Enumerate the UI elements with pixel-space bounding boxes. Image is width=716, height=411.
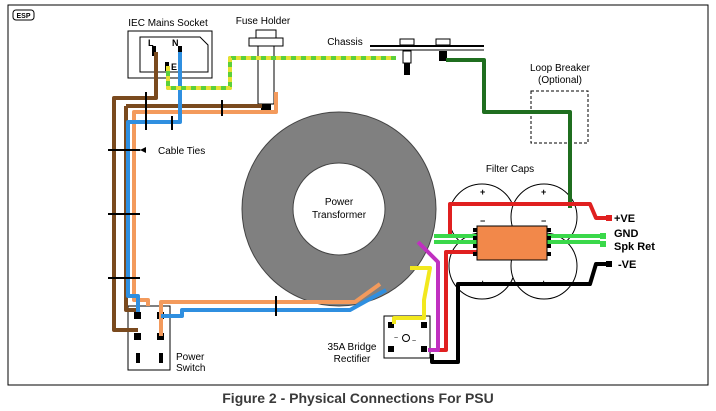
spk-ret-label: Spk Ret bbox=[614, 241, 655, 253]
filter-caps-label: Filter Caps bbox=[486, 164, 534, 175]
wire-orange-fused bbox=[132, 92, 278, 306]
iec-n-label: N bbox=[172, 38, 179, 48]
cable-ties-label: Cable Ties bbox=[158, 146, 205, 157]
loop-breaker-box bbox=[530, 90, 589, 144]
pos-ve-label: +VE bbox=[614, 213, 635, 225]
loop-breaker-label-1: Loop Breaker bbox=[530, 63, 591, 74]
cap1-minus: − bbox=[480, 216, 485, 226]
chassis-bar bbox=[370, 38, 484, 75]
iec-e-label: E bbox=[171, 62, 177, 72]
neg-ve-label: -VE bbox=[618, 259, 636, 271]
power-transformer bbox=[241, 111, 437, 307]
terminal-spkret bbox=[600, 241, 606, 247]
wire-blue-primary bbox=[161, 288, 387, 318]
transformer-label-2: Transformer bbox=[312, 210, 367, 221]
svg-text:~: ~ bbox=[412, 338, 416, 345]
power-switch-label-1: Power bbox=[176, 352, 205, 363]
esp-logo: ESP bbox=[12, 9, 35, 21]
power-switch-label-2: Switch bbox=[176, 363, 205, 374]
transformer-label-1: Power bbox=[325, 197, 354, 208]
wire-brown-live bbox=[112, 52, 158, 332]
figure-caption: Figure 2 - Physical Connections For PSU bbox=[222, 390, 494, 406]
wire-earth-stripe bbox=[166, 56, 396, 90]
wire-yellow-secondary bbox=[392, 266, 432, 324]
wire-orange-primary bbox=[159, 282, 382, 336]
cap2-plus: + bbox=[541, 187, 546, 197]
chassis-label: Chassis bbox=[327, 37, 363, 48]
svg-text:~: ~ bbox=[394, 335, 398, 342]
wire-magenta-secondary bbox=[416, 240, 440, 352]
iec-l-label: L bbox=[148, 38, 154, 48]
terminal-pos bbox=[606, 215, 612, 221]
iec-socket-label: IEC Mains Socket bbox=[128, 18, 208, 29]
terminal-block bbox=[476, 225, 548, 261]
wire-chassis-ground bbox=[446, 58, 572, 208]
cable-ties-arrow bbox=[140, 147, 146, 153]
rectifier-label-2: Rectifier bbox=[334, 354, 371, 365]
terminal-gnd bbox=[600, 233, 606, 239]
cap1-plus: + bbox=[480, 187, 485, 197]
rectifier-label-1: 35A Bridge bbox=[328, 342, 377, 353]
wire-black-negative bbox=[430, 262, 606, 364]
loop-breaker-label-2: (Optional) bbox=[538, 75, 582, 86]
fuse-holder bbox=[248, 29, 284, 110]
iec-mains-socket bbox=[127, 30, 213, 79]
bridge-rectifier: ~ ~ bbox=[383, 315, 431, 359]
esp-logo-text: ESP bbox=[16, 13, 30, 20]
gnd-label: GND bbox=[614, 228, 639, 240]
terminal-screws bbox=[473, 228, 551, 256]
cable-ties bbox=[108, 92, 277, 316]
terminal-neg bbox=[606, 261, 612, 267]
fuse-holder-label: Fuse Holder bbox=[236, 16, 291, 27]
wire-red-positive bbox=[448, 202, 606, 238]
wire-blue-neutral bbox=[126, 52, 182, 312]
cap2-minus: − bbox=[541, 216, 546, 226]
